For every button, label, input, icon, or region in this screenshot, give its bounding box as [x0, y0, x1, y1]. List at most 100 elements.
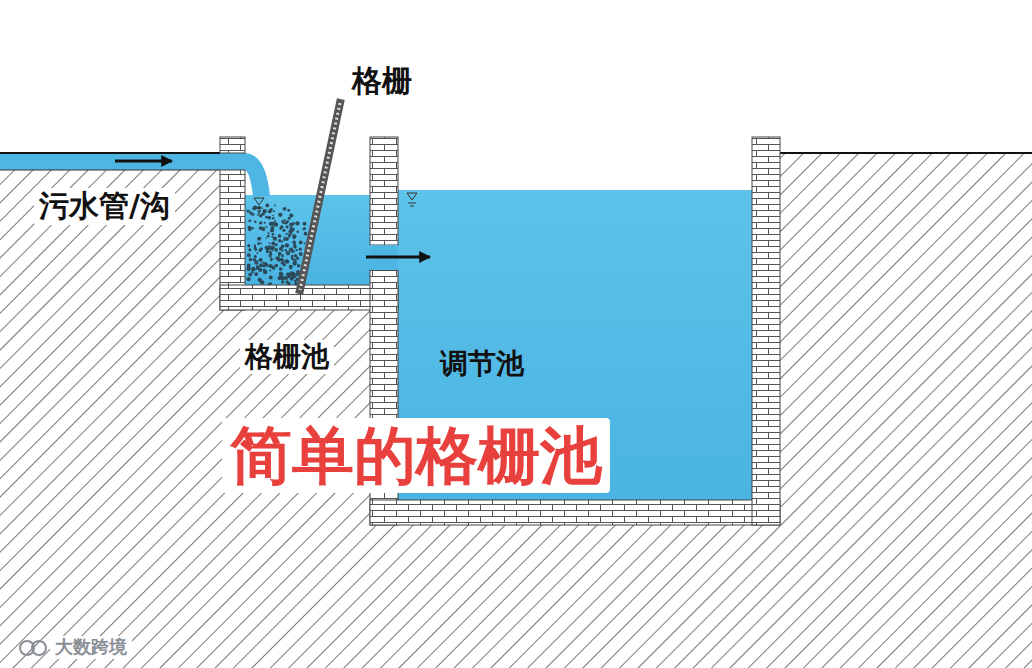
debris-dot	[288, 236, 290, 238]
debris-dot	[251, 267, 255, 271]
debris-dot	[259, 223, 261, 225]
debris-dot	[285, 233, 287, 235]
debris-dot	[285, 249, 287, 251]
debris-dot	[268, 209, 272, 213]
debris-dot	[290, 268, 292, 270]
debris-dot	[270, 247, 273, 250]
debris-dot	[299, 248, 302, 251]
debris-dot	[258, 212, 260, 214]
debris-dot	[292, 272, 296, 276]
brick-wall	[370, 137, 398, 245]
debris-dot	[265, 216, 268, 219]
debris-dot	[290, 228, 294, 232]
debris-dot	[262, 262, 264, 264]
debris-dot	[270, 257, 272, 259]
debris-dot	[254, 245, 256, 247]
brick-wall	[220, 137, 245, 153]
debris-dot	[302, 229, 304, 231]
debris-dot	[281, 250, 283, 252]
debris-dot	[285, 260, 288, 263]
debris-dot	[286, 245, 289, 248]
debris-dot	[248, 219, 251, 222]
debris-dot	[247, 244, 250, 247]
debris-dot	[251, 271, 253, 273]
debris-dot	[289, 223, 293, 227]
debris-dot	[260, 243, 262, 245]
debris-dot	[259, 221, 262, 224]
debris-dot	[294, 254, 297, 257]
debris-dot	[258, 238, 260, 240]
debris-dot	[261, 227, 265, 231]
debris-dot	[254, 245, 256, 247]
debris-dot	[261, 212, 264, 215]
debris-dot	[288, 253, 290, 255]
debris-dot	[279, 267, 283, 271]
debris-dot	[304, 232, 308, 236]
debris-dot	[293, 261, 296, 264]
debris-dot	[248, 267, 250, 269]
debris-dot	[293, 245, 297, 249]
pipe-label: 污水管/沟	[34, 188, 175, 225]
debris-dot	[279, 272, 283, 276]
debris-dot	[249, 258, 253, 262]
debris-dot	[292, 236, 295, 239]
debris-dot	[271, 226, 275, 230]
debris-dot	[285, 260, 289, 264]
debris-dot	[281, 280, 284, 283]
debris-dot	[262, 227, 265, 230]
debris-dot	[256, 265, 260, 269]
debris-dot	[293, 261, 297, 265]
debris-dot	[248, 273, 252, 277]
debris-dot	[271, 236, 273, 238]
debris-dot	[258, 278, 262, 282]
debris-dot	[286, 251, 290, 255]
flow-arrow	[115, 160, 172, 163]
debris-dot	[274, 248, 278, 252]
debris-dot	[254, 255, 256, 257]
debris-dot	[289, 265, 293, 269]
debris-dot	[267, 232, 269, 234]
debris-dot	[278, 213, 282, 217]
debris-dot	[280, 225, 283, 228]
debris-dot	[290, 277, 292, 279]
debris-dot	[248, 248, 251, 251]
tank-label: 调节池	[440, 348, 524, 380]
debris-dot	[247, 264, 251, 268]
debris-dot	[254, 261, 258, 265]
debris-dot	[249, 211, 252, 214]
debris-dot	[295, 221, 299, 225]
debris-dot	[290, 223, 294, 227]
sewer-pipe	[0, 153, 245, 170]
debris-dot	[257, 237, 261, 241]
debris-dot	[288, 217, 291, 220]
debris-dot	[248, 226, 252, 230]
debris-dot	[296, 231, 299, 234]
debris-dot	[292, 234, 296, 238]
debris-dot	[295, 256, 297, 258]
debris-dot	[272, 258, 274, 260]
debris-dot	[287, 282, 291, 286]
debris-dot	[287, 209, 290, 212]
pipe-edge	[0, 152, 220, 154]
debris-dot	[284, 236, 286, 238]
debris-dot	[283, 207, 287, 211]
debris-dot	[265, 237, 267, 239]
debris-dot	[295, 249, 297, 251]
debris-dot	[257, 242, 260, 245]
debris-dot	[266, 249, 269, 252]
debris-dot	[278, 234, 282, 238]
debris-dot	[267, 235, 270, 238]
debris-dot	[270, 282, 272, 284]
debris-dot	[280, 276, 284, 280]
debris-dot	[283, 263, 286, 266]
debris-dot	[269, 242, 271, 244]
debris-dot	[296, 270, 299, 273]
debris-dot	[293, 258, 295, 260]
debris-dot	[282, 277, 285, 280]
debris-dot	[293, 277, 295, 279]
debris-dot	[281, 258, 283, 260]
debris-dot	[289, 274, 292, 277]
debris-dot	[272, 217, 274, 219]
debris-dot	[275, 256, 279, 260]
